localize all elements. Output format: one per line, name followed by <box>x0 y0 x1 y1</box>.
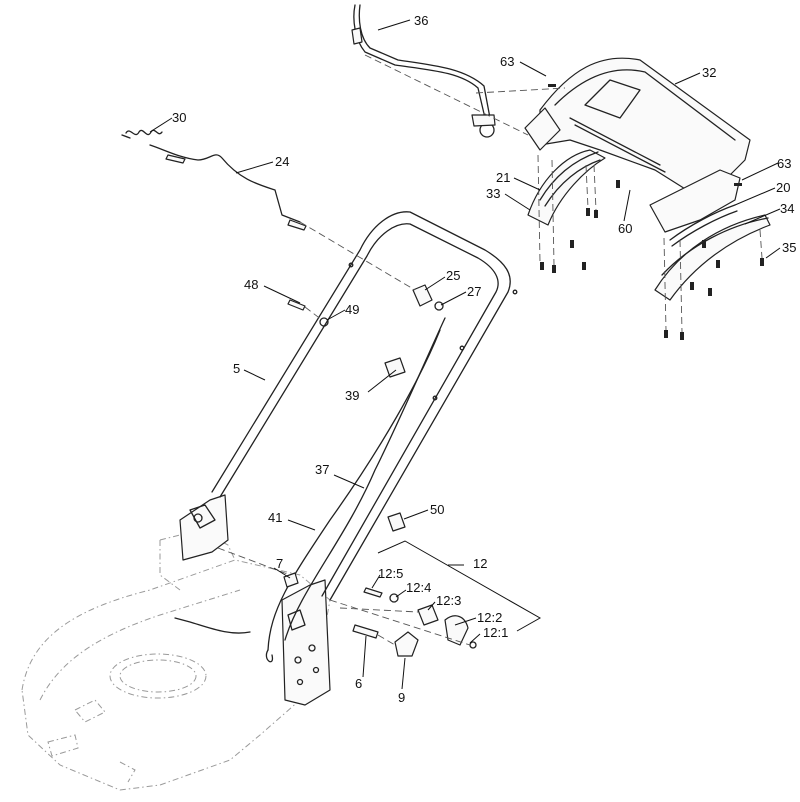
callout-6: 6 <box>355 676 362 691</box>
assembly-lines <box>217 54 763 646</box>
spring-30 <box>121 129 163 139</box>
callout-5: 5 <box>233 361 240 376</box>
callout-41: 41 <box>268 510 282 525</box>
callout-39: 39 <box>345 388 359 403</box>
handle-bracket-left <box>179 494 229 561</box>
washer-27 <box>434 301 444 311</box>
callout-49: 49 <box>345 302 359 317</box>
bolt-6 <box>352 624 379 639</box>
grip-half-right <box>649 169 741 233</box>
callout-21: 21 <box>496 170 510 185</box>
cable-36 <box>351 4 496 138</box>
side-cover-34 <box>654 214 771 301</box>
callout-12-2: 12:2 <box>477 610 502 625</box>
callout-12: 12 <box>473 556 487 571</box>
callout-34: 34 <box>780 201 794 216</box>
callout-50: 50 <box>430 502 444 517</box>
nut-49 <box>319 317 329 327</box>
cable-24 <box>149 144 307 231</box>
callout-labels: 36 63 32 30 24 63 20 21 33 60 34 35 48 2… <box>172 13 796 705</box>
spacer-50 <box>387 512 406 532</box>
knob-9 <box>394 631 419 657</box>
leaders <box>149 19 781 690</box>
cable-37 <box>284 317 446 641</box>
callout-9: 9 <box>398 690 405 705</box>
callout-35: 35 <box>782 240 796 255</box>
callout-7: 7 <box>276 556 283 571</box>
callout-48: 48 <box>244 277 258 292</box>
kit-12-bracket <box>377 540 542 632</box>
callout-12-4: 12:4 <box>406 580 431 595</box>
callout-12-1: 12:1 <box>483 625 508 640</box>
callout-24: 24 <box>275 154 289 169</box>
callout-27: 27 <box>467 284 481 299</box>
callout-12-3: 12:3 <box>436 593 461 608</box>
callout-12-5: 12:5 <box>378 566 403 581</box>
side-cover-33 <box>527 149 606 226</box>
handle-bracket-right <box>281 579 331 706</box>
trim-20 <box>669 204 738 247</box>
cable-tie-39 <box>384 357 406 378</box>
callout-30: 30 <box>172 110 186 125</box>
callout-25: 25 <box>446 268 460 283</box>
callout-63: 63 <box>777 156 791 171</box>
pin-48 <box>287 299 306 311</box>
cable-41 <box>174 329 441 663</box>
lever-kit-parts <box>363 587 477 649</box>
callout-60: 60 <box>618 221 632 236</box>
callout-37: 37 <box>315 462 329 477</box>
grip-assembly-32 <box>524 57 751 201</box>
callout-33: 33 <box>486 186 500 201</box>
trim-21 <box>539 151 601 207</box>
screws <box>540 84 764 340</box>
cable-clamp-25 <box>412 284 433 307</box>
callout-20: 20 <box>776 180 790 195</box>
callout-63: 63 <box>500 54 514 69</box>
callout-36: 36 <box>414 13 428 28</box>
handle <box>211 211 518 601</box>
callout-32: 32 <box>702 65 716 80</box>
